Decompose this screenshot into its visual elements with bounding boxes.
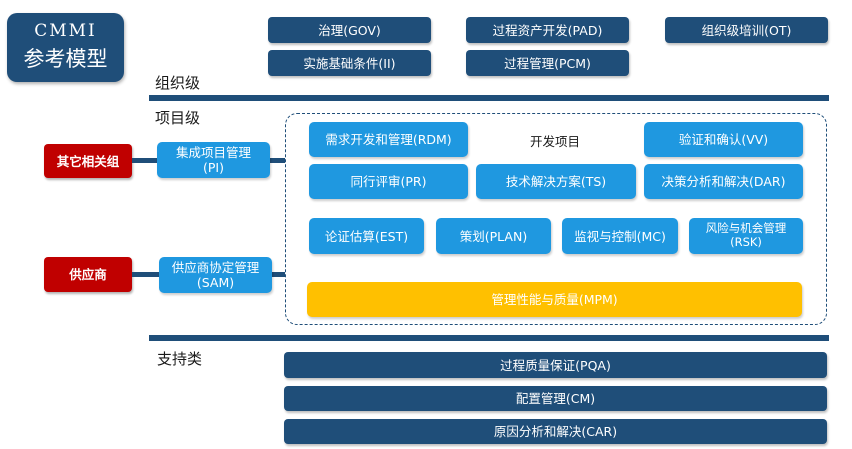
process-est[interactable]: 论证估算(EST) [309, 218, 424, 254]
support-label: 支持类 [157, 350, 203, 368]
process-sam[interactable]: 供应商协定管理 (SAM) [159, 257, 272, 293]
process-pi[interactable]: 集成项目管理 (PI) [157, 142, 270, 178]
supplier-box[interactable]: 供应商 [44, 257, 132, 292]
process-vv[interactable]: 验证和确认(VV) [644, 122, 803, 157]
process-pad[interactable]: 过程资产开发(PAD) [466, 17, 629, 43]
process-mc[interactable]: 监视与控制(MC) [562, 218, 678, 254]
process-mpm[interactable]: 管理性能与质量(MPM) [307, 282, 802, 317]
other-groups-box[interactable]: 其它相关组 [44, 144, 132, 178]
connector-pi-project [270, 158, 285, 163]
process-rdm[interactable]: 需求开发和管理(RDM) [309, 122, 468, 157]
process-plan[interactable]: 策划(PLAN) [436, 218, 551, 254]
process-ii[interactable]: 实施基础条件(II) [268, 50, 431, 76]
process-dar[interactable]: 决策分析和解决(DAR) [644, 164, 803, 199]
logo-title: CMMI [34, 21, 97, 41]
development-project-label: 开发项目 [529, 134, 580, 149]
connector-sam-project [272, 272, 285, 277]
process-pr[interactable]: 同行评审(PR) [309, 164, 468, 199]
process-car[interactable]: 原因分析和解决(CAR) [284, 419, 827, 444]
process-cm[interactable]: 配置管理(CM) [284, 386, 827, 411]
cmmi-logo: CMMI 参考模型 [7, 13, 124, 82]
process-pcm[interactable]: 过程管理(PCM) [466, 50, 629, 76]
connector-other-groups-pi [132, 158, 157, 163]
process-rsk[interactable]: 风险与机会管理 (RSK) [689, 218, 803, 254]
process-ot[interactable]: 组织级培训(OT) [665, 17, 828, 43]
logo-subtitle: 参考模型 [23, 47, 108, 71]
process-pqa[interactable]: 过程质量保证(PQA) [284, 352, 827, 378]
org-level-label: 组织级 [155, 74, 201, 92]
support-divider [149, 335, 829, 341]
connector-supplier-sam [132, 272, 159, 277]
org-level-divider [149, 95, 829, 101]
process-ts[interactable]: 技术解决方案(TS) [476, 164, 636, 199]
process-gov[interactable]: 治理(GOV) [268, 17, 431, 43]
development-project-container [285, 113, 827, 325]
project-level-label: 项目级 [155, 109, 201, 127]
